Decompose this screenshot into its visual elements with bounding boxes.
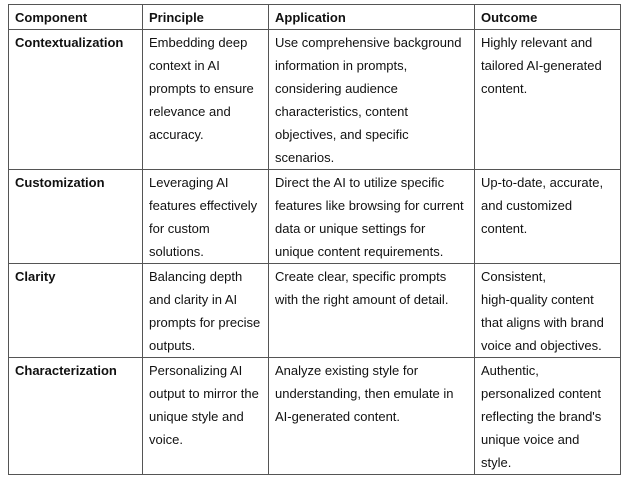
cell-line: with the right amount of detail. [275,292,449,307]
cell-line: content. [481,221,528,236]
cell-line: Direct the AI to utilize specific [275,175,445,190]
table-row: Clarity Balancing depth and clarity in A… [8,263,621,358]
cell-line: output to mirror the [149,386,259,401]
cell-line: Balancing depth [149,269,243,284]
header-component: Component [8,4,143,30]
cell-line: unique style and [149,409,244,424]
cell-line: Up-to-date, accurate, [481,175,604,190]
cell-line: solutions. [149,244,204,259]
outcome-cell: Highly relevant and tailored AI-generate… [474,29,621,170]
cell-line: that aligns with brand [481,315,604,330]
table-row: Characterization Personalizing AI output… [8,357,621,475]
cell-line: prompts to ensure [149,81,254,96]
application-cell: Analyze existing style for understanding… [268,357,475,475]
component-cell: Contextualization [8,29,143,170]
application-cell: Direct the AI to utilize specific featur… [268,169,475,264]
outcome-cell: Up-to-date, accurate, and customized con… [474,169,621,264]
cell-line: objectives, and specific [275,127,409,142]
table-row: Contextualization Embedding deep context… [8,29,621,170]
cell-line: Create clear, specific prompts [275,269,447,284]
component-cell: Clarity [8,263,143,358]
outcome-cell: Consistent, high-quality content that al… [474,263,621,358]
cell-line: Analyze existing style for [275,363,419,378]
cell-line: voice. [149,432,183,447]
application-cell: Use comprehensive background information… [268,29,475,170]
cell-line: prompts for precise [149,315,261,330]
cell-line: Authentic, [481,363,539,378]
components-table: Component Principle Application Outcome … [8,4,621,475]
cell-line: style. [481,455,512,470]
cell-line: personalized content [481,386,601,401]
header-application: Application [268,4,475,30]
principle-cell: Leveraging AI features effectively for c… [142,169,269,264]
component-cell: Customization [8,169,143,264]
application-cell: Create clear, specific prompts with the … [268,263,475,358]
cell-line: data or unique settings for [275,221,426,236]
cell-line: characteristics, content [275,104,408,119]
principle-cell: Embedding deep context in AI prompts to … [142,29,269,170]
cell-line: Highly relevant and [481,35,593,50]
cell-line: Consistent, [481,269,547,284]
cell-line: scenarios. [275,150,335,165]
cell-line: Use comprehensive background [275,35,462,50]
cell-line: high-quality content [481,292,594,307]
cell-line: relevance and [149,104,231,119]
cell-line: and customized [481,198,573,213]
cell-line: content. [481,81,528,96]
cell-line: accuracy. [149,127,204,142]
cell-line: understanding, then emulate in [275,386,454,401]
component-cell: Characterization [8,357,143,475]
cell-line: features like browsing for current [275,198,464,213]
cell-line: Embedding deep [149,35,248,50]
table-header-row: Component Principle Application Outcome [8,4,621,30]
principle-cell: Balancing depth and clarity in AI prompt… [142,263,269,358]
cell-line: considering audience [275,81,398,96]
cell-line: for custom [149,221,210,236]
cell-line: tailored AI-generated [481,58,602,73]
cell-line: voice and objectives. [481,338,602,353]
header-outcome: Outcome [474,4,621,30]
outcome-cell: Authentic, personalized content reflecti… [474,357,621,475]
principle-cell: Personalizing AI output to mirror the un… [142,357,269,475]
cell-line: Personalizing AI [149,363,243,378]
cell-line: Leveraging AI [149,175,229,190]
cell-line: context in AI [149,58,220,73]
cell-line: AI-generated content. [275,409,401,424]
cell-line: reflecting the brand's [481,409,602,424]
cell-line: features effectively [149,198,258,213]
table-row: Customization Leveraging AI features eff… [8,169,621,264]
cell-line: unique content requirements. [275,244,444,259]
cell-line: information in prompts, [275,58,408,73]
cell-line: outputs. [149,338,196,353]
header-principle: Principle [142,4,269,30]
cell-line: and clarity in AI [149,292,238,307]
cell-line: unique voice and [481,432,580,447]
